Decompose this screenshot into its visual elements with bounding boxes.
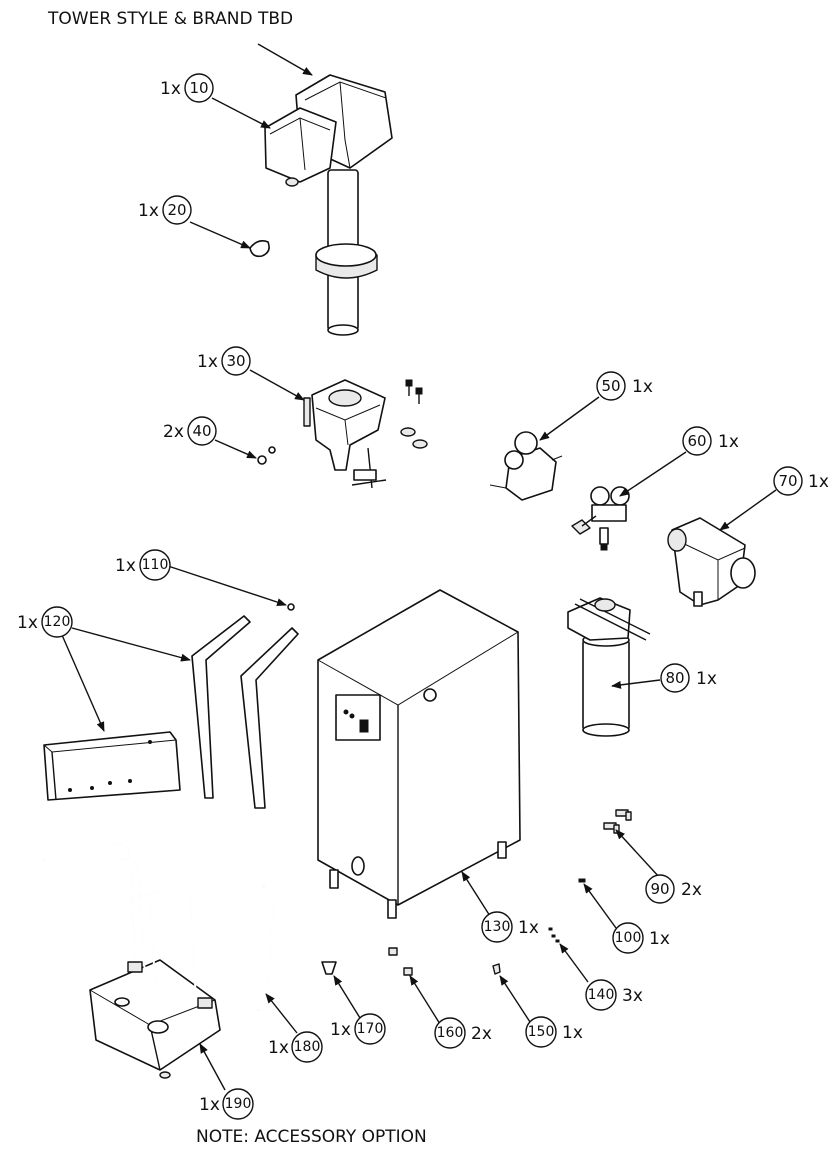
part-70-block — [667, 517, 756, 607]
callout-qty: 2x — [681, 880, 702, 900]
part-160-fittings — [388, 947, 413, 976]
callout-number: 160 — [437, 1025, 464, 1041]
callout-qty: 1x — [718, 432, 739, 452]
callout-number: 70 — [778, 472, 797, 490]
callout-qty: 1x — [330, 1020, 351, 1040]
callout-100: 100 1x — [612, 922, 670, 954]
part-150-fitting — [492, 963, 501, 975]
callout-qty: 1x — [199, 1095, 220, 1115]
part-40-washers — [257, 446, 276, 465]
callout-number: 30 — [226, 352, 245, 370]
callout-170: 1x 170 — [330, 1013, 386, 1045]
callout-90: 90 2x — [645, 874, 702, 904]
callout-qty: 3x — [622, 986, 643, 1006]
callout-number: 20 — [167, 201, 186, 219]
callout-number: 170 — [357, 1021, 384, 1037]
callout-number: 90 — [650, 880, 669, 898]
part-120-brackets — [43, 615, 299, 809]
callout-qty: 1x — [649, 929, 670, 949]
part-90-elbows — [603, 809, 632, 834]
callout-number: 150 — [528, 1024, 555, 1040]
part-50-regulator — [489, 431, 563, 501]
header-note: TOWER STYLE & BRAND TBD — [47, 9, 293, 29]
callout-80: 80 1x — [660, 663, 717, 693]
callout-number: 130 — [484, 919, 511, 935]
callout-qty: 1x — [518, 918, 539, 938]
callout-number: 100 — [615, 930, 642, 946]
callout-30: 1x 30 — [197, 346, 251, 376]
callout-qty: 1x — [808, 472, 829, 492]
callout-number: 50 — [601, 377, 620, 395]
callout-number: 110 — [142, 557, 169, 573]
callout-150: 150 1x — [525, 1016, 583, 1048]
leader-lines — [61, 43, 777, 1091]
callout-20: 1x 20 — [138, 195, 192, 225]
part-20-clip — [249, 240, 270, 258]
callout-40: 2x 40 — [163, 416, 217, 446]
callout-number: 140 — [588, 987, 615, 1003]
callout-qty: 1x — [160, 79, 181, 99]
callout-180: 1x 180 — [268, 1031, 323, 1063]
callout-qty: 1x — [632, 377, 653, 397]
callout-120: 1x 120 — [17, 606, 73, 638]
part-10-tower — [264, 74, 393, 336]
part-190-lift-frame — [43, 842, 221, 1079]
callout-60: 60 1x — [682, 426, 739, 456]
callout-190: 1x 190 — [199, 1088, 254, 1120]
callout-50: 50 1x — [596, 371, 653, 401]
callout-qty: 1x — [268, 1038, 289, 1058]
callout-qty: 2x — [471, 1024, 492, 1044]
part-100-fitting — [578, 878, 586, 883]
callout-160: 160 2x — [434, 1017, 492, 1049]
callout-number: 120 — [44, 614, 71, 630]
part-30-bolts — [400, 379, 428, 449]
callout-number: 180 — [294, 1039, 321, 1055]
part-170-fitting — [321, 961, 337, 975]
callout-qty: 1x — [138, 201, 159, 221]
callout-130: 130 1x — [481, 911, 539, 943]
callout-110: 1x 110 — [115, 549, 171, 581]
callout-qty: 2x — [163, 422, 184, 442]
callout-qty: 1x — [17, 613, 38, 633]
part-140-fittings — [548, 927, 560, 943]
part-80-filter — [567, 597, 651, 737]
callout-qty: 1x — [562, 1023, 583, 1043]
callout-70: 70 1x — [773, 466, 829, 496]
callout-140: 140 3x — [585, 979, 643, 1011]
callout-number: 60 — [687, 432, 706, 450]
callout-number: 40 — [192, 422, 211, 440]
callout-qty: 1x — [115, 556, 136, 576]
callout-number: 190 — [225, 1096, 252, 1112]
part-30-tower-mount — [303, 379, 387, 489]
callout-qty: 1x — [197, 352, 218, 372]
part-180-tube — [257, 885, 274, 1011]
callout-number: 80 — [665, 669, 684, 687]
part-110-clip — [287, 603, 295, 611]
footer-note: NOTE: ACCESSORY OPTION — [196, 1127, 427, 1147]
callout-qty: 1x — [696, 669, 717, 689]
callout-10: 1x 10 — [160, 73, 214, 103]
callout-number: 10 — [189, 79, 208, 97]
part-130-cabinet — [317, 589, 521, 919]
